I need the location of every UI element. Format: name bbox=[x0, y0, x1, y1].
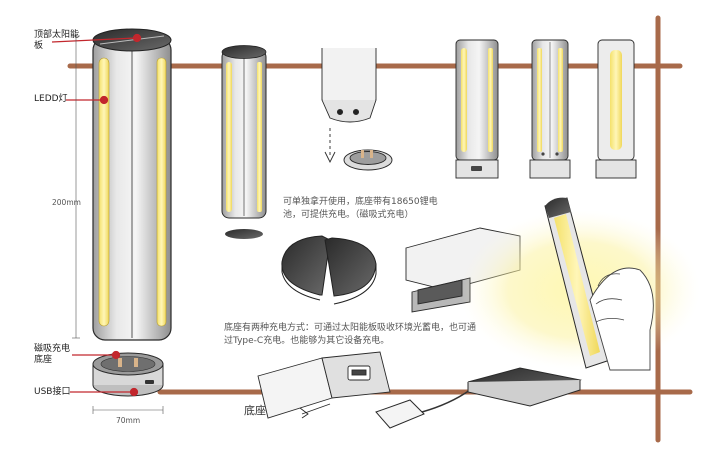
note-portable: 可单独拿开使用，底座带有18650锂电 池，可提供充电。（磁吸式充电） bbox=[283, 197, 438, 220]
width-dimension: 70mm bbox=[116, 416, 141, 425]
height-dimension: 200mm bbox=[52, 198, 81, 207]
hand-held-lamp bbox=[460, 197, 700, 371]
callout-lines bbox=[51, 33, 142, 397]
callout-solar-panel: 顶部太阳能 板 bbox=[34, 30, 80, 51]
magnet-detail bbox=[321, 48, 393, 171]
handwritten-base-label: 底座 bbox=[244, 404, 266, 417]
portable-lamp bbox=[221, 45, 267, 239]
split-solar-lid bbox=[281, 235, 377, 305]
callout-led-light: LEDD灯 bbox=[34, 94, 68, 104]
callout-usb-port: USB接口 bbox=[34, 387, 71, 397]
charging-cable-and-device bbox=[375, 367, 582, 429]
magnetic-base bbox=[92, 352, 164, 397]
detached-base bbox=[257, 351, 391, 419]
note-charging: 底座有两种充电方式：可通过太阳能板吸收环境光蓄电，也可通 过Type-C充电。也… bbox=[224, 323, 477, 346]
dimension-lines bbox=[72, 35, 164, 414]
callout-magnetic-base: 磁吸充电 底座 bbox=[34, 344, 71, 365]
three-views bbox=[455, 39, 637, 179]
main-lamp bbox=[92, 28, 172, 341]
